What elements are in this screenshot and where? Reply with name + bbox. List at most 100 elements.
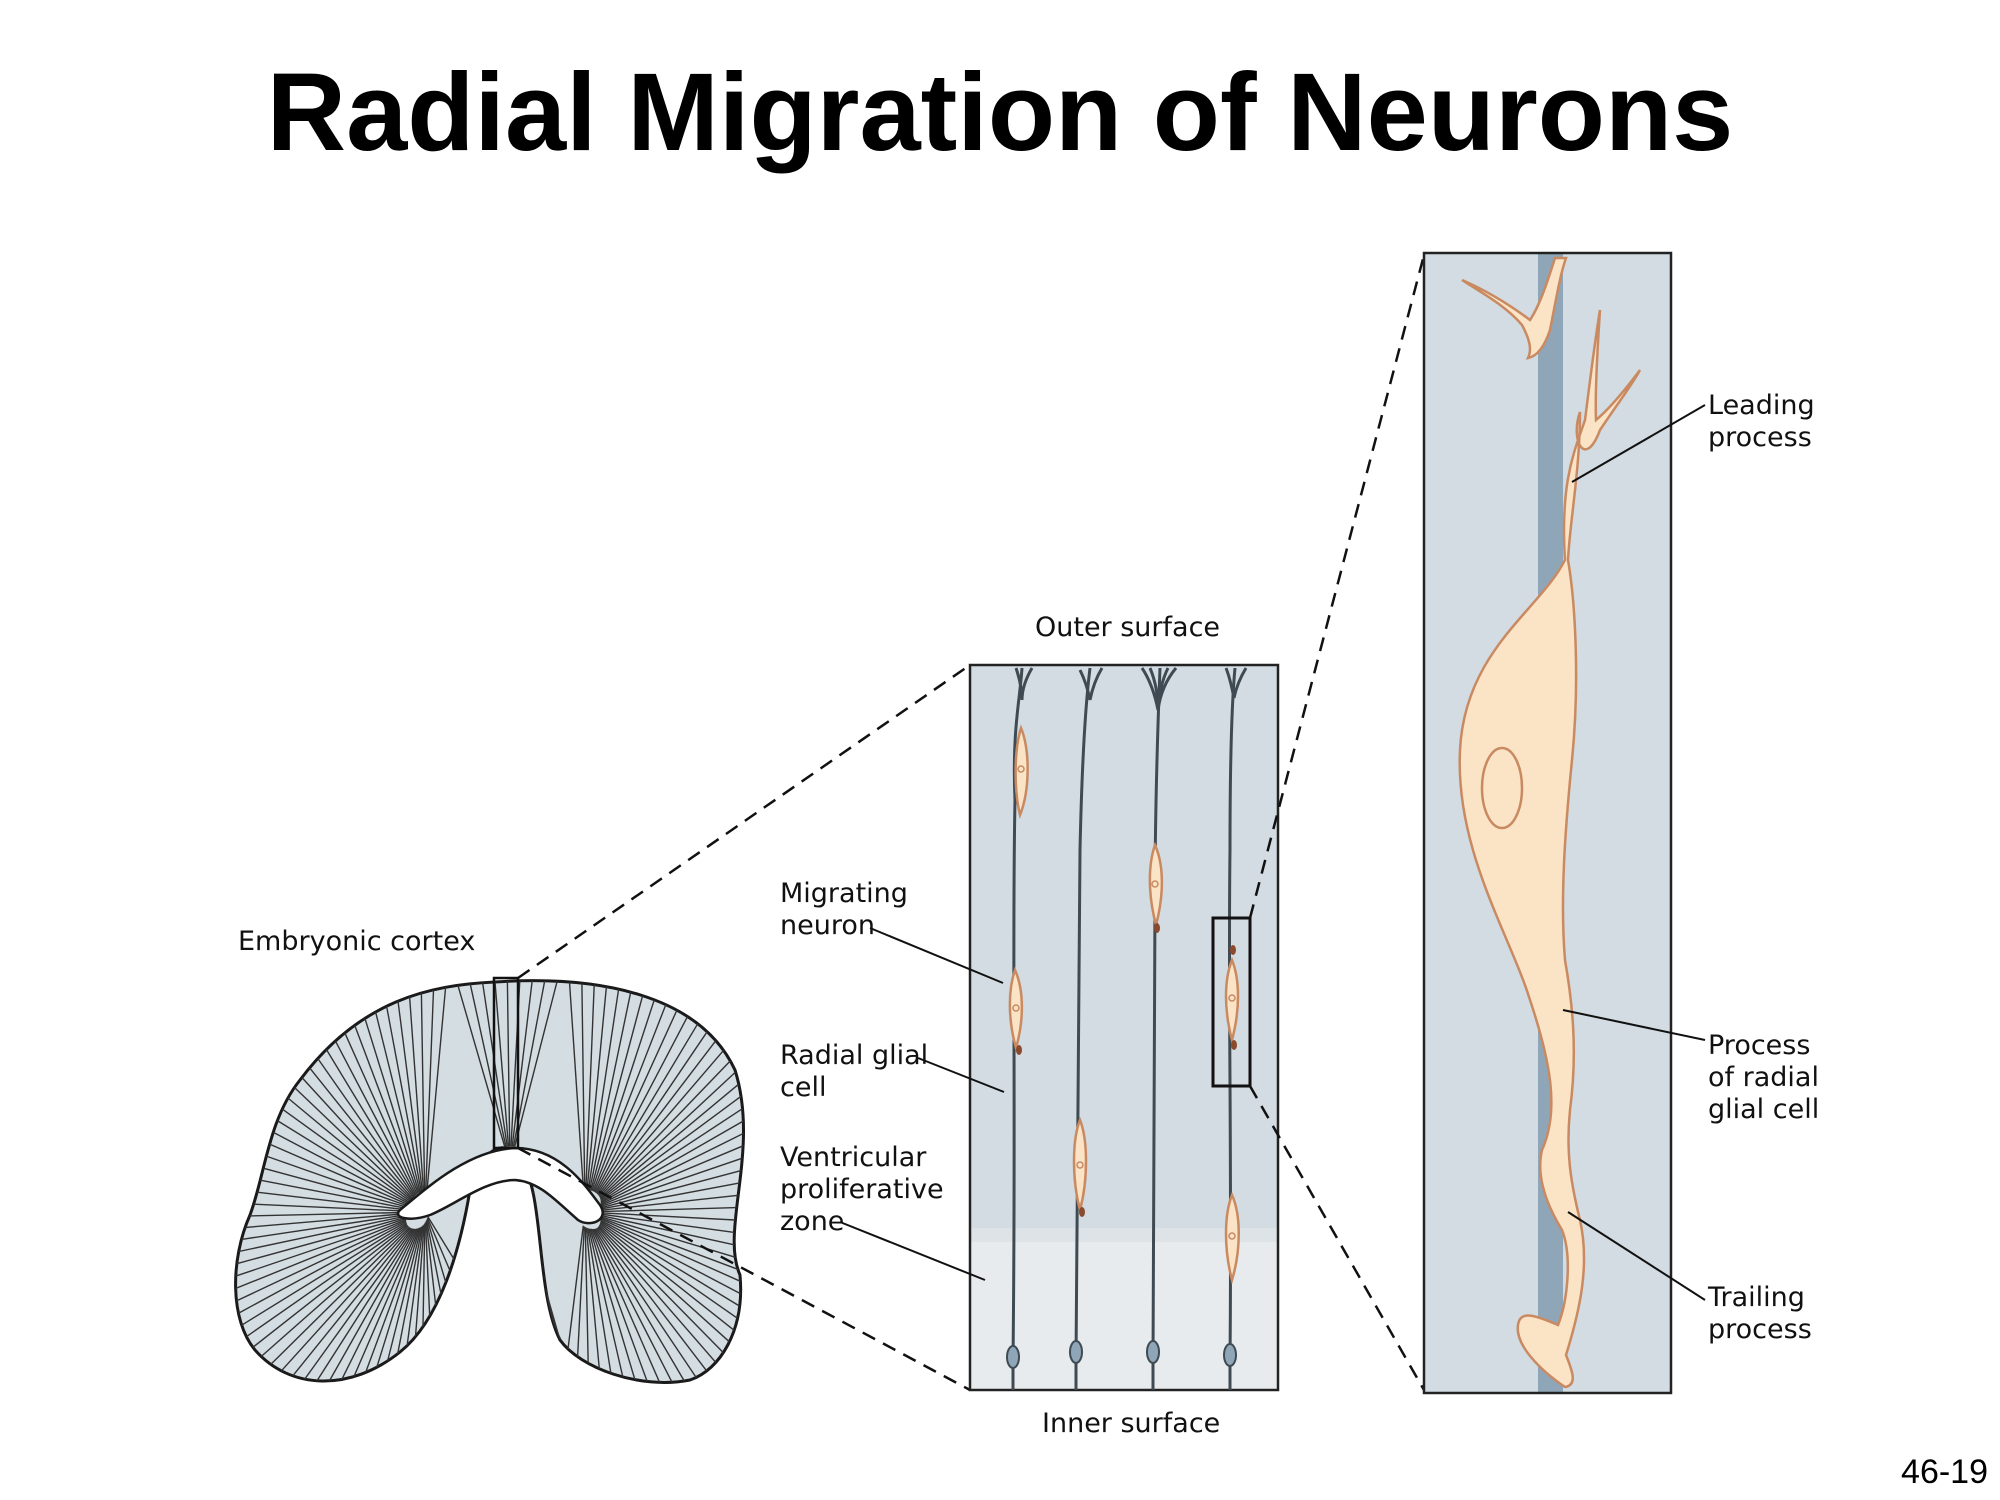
cortex-radial-fiber <box>599 1223 735 1331</box>
cortex-radial-fiber <box>514 981 558 1147</box>
cortex-radial-fiber <box>599 1212 736 1221</box>
cortex-radial-fiber <box>600 1169 742 1209</box>
cortex-radial-fiber <box>260 1225 410 1358</box>
cortex-radial-fiber <box>364 1018 420 1193</box>
cortex-radial-fiber <box>426 987 447 1190</box>
label-trailing-process: Trailing process <box>1708 1282 1812 1345</box>
cortex-radial-fiber <box>598 1049 725 1197</box>
slide-title: Radial Migration of Neurons <box>266 51 1734 174</box>
cortex-radial-fiber <box>236 1220 407 1302</box>
slide-number: 46-19 <box>1901 1453 1988 1491</box>
cortex-radial-fiber <box>585 984 595 1190</box>
detail-panel-frame <box>1422 251 1673 1395</box>
label-pointers <box>839 404 1706 1301</box>
cortex-radial-fiber <box>595 1023 699 1194</box>
cortex-radial-fiber <box>600 1108 743 1203</box>
cortex-radial-fiber <box>425 989 435 1190</box>
cortex-radial-fiber <box>592 1004 667 1192</box>
cortex-radial-fiber <box>568 982 585 1190</box>
cortex-radial-fiber <box>599 1071 737 1199</box>
radial-glial-fibers <box>1011 667 1248 1390</box>
cortex-radial-fiber <box>598 1224 730 1343</box>
cortex-radial-fiber <box>600 1220 740 1307</box>
glial-cell-bodies <box>1006 1340 1237 1369</box>
middle-panel-frame <box>968 663 1280 1392</box>
cortex-radial-fiber <box>599 1083 740 1200</box>
cortex-radial-fiber <box>294 1086 413 1201</box>
cortex-radial-fiber <box>281 1108 412 1203</box>
label-outer-surface: Outer surface <box>1035 612 1221 643</box>
cortex-radial-fiber <box>426 1217 451 1272</box>
cortex-radial-fiber <box>567 1225 584 1350</box>
neuron-nucleus <box>1480 746 1524 830</box>
cortex-radial-fiber <box>425 1221 437 1306</box>
cortex-radial-fiber <box>301 1077 414 1200</box>
cortex-radial-fiber <box>590 1228 648 1382</box>
cortex-radial-fiber <box>269 1143 410 1206</box>
cortex-radial-fiber <box>597 1040 717 1196</box>
cortex-radial-fiber <box>457 985 506 1148</box>
cortex-radial-fiber <box>422 1223 426 1327</box>
cortex-radial-fiber <box>599 1214 735 1246</box>
cortex-radial-fiber <box>245 1212 408 1229</box>
cortex-radial-fiber <box>334 1040 417 1196</box>
cortex-radial-fiber <box>364 1227 420 1373</box>
cortex-radial-fiber <box>586 1227 612 1374</box>
cortex-radial-fiber <box>511 980 533 1147</box>
cortex-radial-fiber <box>599 1222 738 1319</box>
migrating-neuron-2 <box>1008 966 1024 1053</box>
label-embryonic-cortex: Embryonic cortex <box>238 926 476 957</box>
cortex-radial-fiber <box>584 1227 589 1364</box>
cortex-radial-fiber <box>235 1217 407 1277</box>
cortex-radial-fiber <box>585 1227 600 1369</box>
cortex-radial-fiber <box>600 1219 741 1295</box>
cortex-radial-fiber <box>494 981 510 1147</box>
migrating-neuron-6 <box>1224 1191 1240 1285</box>
cortex-radial-fiber <box>235 1219 407 1290</box>
cortex-radial-fiber <box>374 1011 421 1193</box>
cortex-radial-fiber <box>266 1155 410 1208</box>
cortex-radial-fiber <box>593 1009 678 1193</box>
cortex-radial-fiber <box>598 1225 724 1354</box>
cortex-radial-fiber <box>414 1224 425 1337</box>
cortex-radial-fiber <box>260 1179 409 1210</box>
cortex-radial-fiber <box>420 992 426 1191</box>
cortex-radial-fiber <box>596 1227 708 1372</box>
cortex-radial-fiber <box>594 1016 689 1193</box>
cortex-radial-fiber <box>376 1227 421 1368</box>
middle-panel <box>968 663 1280 1392</box>
cortex-radial-fiber <box>599 1215 736 1258</box>
cortex-radial-fiber <box>600 1194 739 1211</box>
cortex-radial-fiber <box>408 996 425 1191</box>
cortex-radial-fiber <box>586 986 608 1190</box>
cortex-sample-box <box>492 976 520 1150</box>
label-ventricular-zone: Ventricular proliferative zone <box>780 1142 944 1237</box>
cortex-radial-fiber <box>593 1228 673 1383</box>
cortex-radial-fiber <box>353 1228 419 1377</box>
cortex-radial-fiber <box>600 1217 739 1270</box>
cortex-radial-fiber <box>425 1220 442 1295</box>
cortex-radial-fiber <box>385 1006 422 1192</box>
label-process-radial-glial: Process of radial glial cell <box>1708 1030 1820 1125</box>
label-leading-process: Leading process <box>1708 390 1815 453</box>
cortex-radial-fiber <box>344 1032 418 1195</box>
cortex-radial-fiber <box>600 1157 743 1208</box>
cortex-radial-fiber <box>272 1131 411 1205</box>
cortex-radial-fiber <box>599 1213 735 1234</box>
cortex-radial-fiber <box>588 992 632 1191</box>
migrating-neuron-5 <box>1224 956 1240 1045</box>
cortex-radial-fiber <box>236 1216 407 1265</box>
cortex-radial-fiber <box>597 1226 717 1363</box>
migrating-neuron-cell-body <box>1458 309 1642 1389</box>
cortex-radial-fiber <box>590 995 644 1191</box>
neuron-detail-box <box>1211 916 1252 1088</box>
label-inner-surface: Inner surface <box>1042 1408 1221 1439</box>
cortex-radial-fiber <box>397 1226 423 1354</box>
cortex-radial-fiber <box>397 1001 423 1191</box>
cortex-radial-fiber <box>241 1222 408 1326</box>
cortex-radial-fiber <box>600 1218 741 1282</box>
cortex-radial-fiber <box>469 983 507 1148</box>
cortex-radial-fiber <box>292 1227 413 1377</box>
cortex-radial-fiber <box>600 1120 744 1204</box>
embryonic-cortex-diagram <box>234 976 746 1384</box>
